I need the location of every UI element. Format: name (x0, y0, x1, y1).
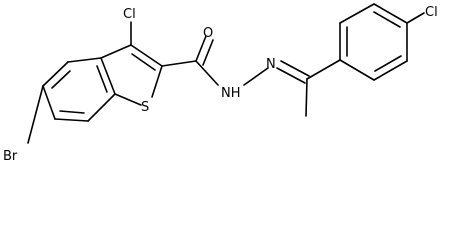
bond-carbonyl-nh (195, 60, 219, 86)
bond-c2-s (151, 65, 163, 98)
bond-c3a-c4 (67, 57, 102, 63)
bond-ar4-ar5-inner (373, 11, 401, 28)
bond-ar2-ar3 (373, 60, 408, 81)
atom-label-nh: NH (221, 86, 241, 101)
bond-c5-c6 (42, 85, 56, 120)
atom-label-cl-right: Cl (425, 5, 438, 20)
bond-ar5-ar6 (339, 3, 375, 24)
atom-label-s: S (141, 100, 149, 115)
chlorophenyl-ring (339, 3, 408, 81)
bond-carbonyl-o-1 (195, 35, 207, 62)
bond-c3a-c3 (100, 44, 132, 59)
bond-nh-n (243, 67, 269, 86)
atom-label-n-imine: N (266, 57, 276, 72)
bond-s-c7a (114, 93, 142, 106)
bond-c-methyl (305, 78, 308, 117)
thiophene-ring (100, 44, 163, 106)
bond-ar2-ar3-inner (374, 55, 402, 72)
atom-label-cl-top: Cl (123, 7, 136, 22)
benzene-ring (42, 57, 116, 122)
bond-c7-c7a (87, 93, 116, 122)
bond-c3-c2-inner (131, 53, 156, 71)
molecule-structure-diagram: Cl O S Br NH N Cl (3, 3, 438, 163)
bond-c7a-c3a-inner (96, 65, 108, 93)
atom-label-o-carbonyl: O (203, 26, 213, 41)
bond-c2-carbonyl (161, 60, 197, 67)
bond-ar4-ar5 (373, 3, 408, 24)
bond-c4-c5 (42, 61, 69, 87)
atom-labels: Cl O S Br NH N Cl (3, 5, 438, 163)
bond-ar1-ar2 (339, 59, 375, 81)
bond-n-c-1 (276, 67, 306, 84)
bond-c7a-c3a (100, 57, 116, 95)
bond-c6-c7 (54, 118, 89, 122)
bond-ar4-cl (406, 12, 425, 24)
bond-c-aryl (306, 59, 341, 80)
bond-carbonyl-o-2 (202, 39, 214, 66)
bond-n-c-2 (280, 60, 310, 77)
atom-label-br: Br (3, 149, 18, 163)
bond-c6-br (27, 85, 44, 144)
bond-c6-c7-inner (59, 110, 85, 114)
bond-c3-c2 (130, 44, 163, 67)
bond-c4-c5-inner (51, 70, 71, 89)
